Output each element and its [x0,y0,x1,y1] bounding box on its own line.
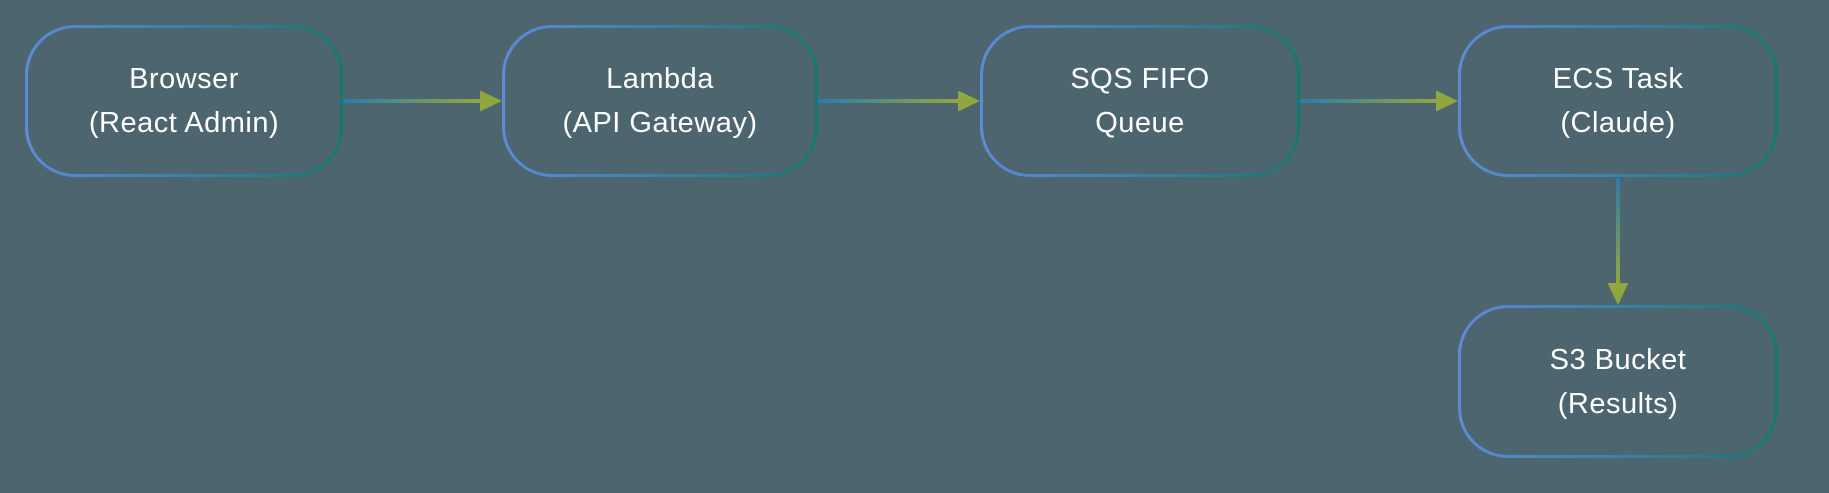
arrow-lambda-to-sqs [818,90,980,112]
arrowhead-right-icon [958,90,980,112]
arrow-sqs-to-ecs [1300,90,1458,112]
node-s3: S3 Bucket (Results) [1458,305,1778,458]
node-lambda-subtitle: (API Gateway) [562,107,758,139]
arrowhead-right-icon [480,90,502,112]
node-lambda: Lambda (API Gateway) [502,25,818,177]
node-s3-title: S3 Bucket [1549,343,1687,376]
node-sqs: SQS FIFO Queue [980,25,1300,177]
arrow-browser-to-lambda [343,90,502,112]
node-browser-subtitle: (React Admin) [88,107,280,139]
arrowhead-down-icon [1607,283,1629,305]
node-lambda-title: Lambda [606,63,714,95]
node-browser-title: Browser [129,63,239,95]
arrow-shaft [1300,99,1436,103]
node-ecs: ECS Task (Claude) [1458,25,1778,177]
arrow-shaft [1616,178,1620,283]
node-sqs-subtitle: Queue [1095,107,1185,139]
arrow-ecs-to-s3 [1607,178,1629,305]
node-sqs-title: SQS FIFO [1070,63,1210,95]
arrow-shaft [343,99,480,103]
node-ecs-title: ECS Task [1552,63,1684,95]
node-browser: Browser (React Admin) [25,25,343,177]
node-ecs-subtitle: (Claude) [1560,107,1676,139]
arrow-shaft [818,99,958,103]
arrowhead-right-icon [1436,90,1458,112]
node-s3-subtitle: (Results) [1557,387,1679,420]
